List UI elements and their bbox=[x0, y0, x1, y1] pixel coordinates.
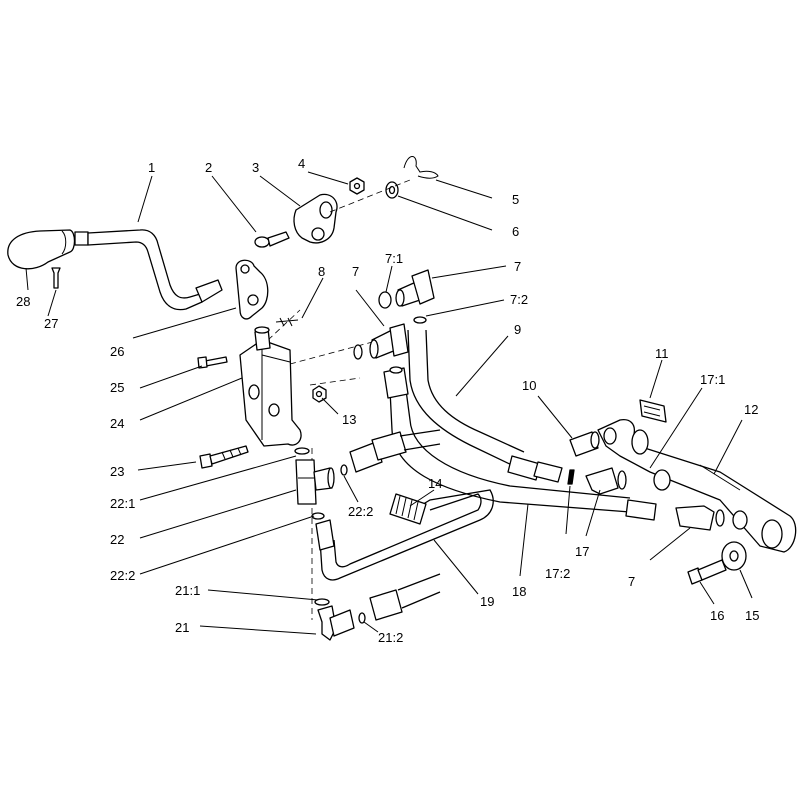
nut-part-4 bbox=[349, 177, 365, 195]
callout-23: 23 bbox=[110, 464, 124, 479]
callout-2: 2 bbox=[205, 160, 212, 175]
callout-17-1: 17:1 bbox=[700, 372, 725, 387]
clip-part-5 bbox=[403, 156, 439, 179]
callout-19: 19 bbox=[480, 594, 494, 609]
callout-22: 22 bbox=[110, 532, 124, 547]
callout-5: 5 bbox=[512, 192, 519, 207]
o-ring-part-22-2 bbox=[311, 512, 325, 520]
screw-part-25 bbox=[197, 356, 228, 369]
seal-part-17-2 bbox=[567, 469, 575, 485]
callout-27: 27 bbox=[44, 316, 58, 331]
valve-part-24 bbox=[239, 326, 302, 447]
roll-pin-part-8 bbox=[275, 317, 299, 327]
callout-10: 10 bbox=[522, 378, 536, 393]
pin-part-2 bbox=[254, 231, 290, 248]
bracket-part-26 bbox=[235, 259, 269, 320]
elbow-fitting-part-7-top bbox=[395, 269, 435, 307]
leader-lines bbox=[25, 171, 753, 635]
lever-part-1 bbox=[74, 229, 223, 311]
callout-8: 8 bbox=[318, 264, 325, 279]
cylinder-part-12 bbox=[597, 418, 797, 553]
hose-part-18 bbox=[383, 366, 657, 521]
callout-28: 28 bbox=[16, 294, 30, 309]
callout-17-2: 17:2 bbox=[545, 566, 570, 581]
tee-part-22 bbox=[295, 459, 335, 505]
callout-labels: 1 2 3 4 5 6 7 7:1 7 7:2 8 9 10 11 12 13 … bbox=[16, 156, 759, 645]
callout-22-2: 22:2 bbox=[110, 568, 135, 583]
callout-26: 26 bbox=[110, 344, 124, 359]
o-ring-part-22-2 bbox=[340, 464, 348, 476]
o-ring-part-7-1 bbox=[378, 291, 392, 309]
callout-25: 25 bbox=[110, 380, 124, 395]
nut-part-13 bbox=[312, 385, 327, 403]
hose-fitting-middle bbox=[349, 429, 441, 473]
fitting-part-7-right bbox=[675, 505, 725, 531]
callout-9: 9 bbox=[514, 322, 521, 337]
hose-part-9 bbox=[407, 329, 563, 483]
callout-21: 21 bbox=[175, 620, 189, 635]
callout-22-1: 22:1 bbox=[110, 496, 135, 511]
elbow-fitting-part-7-left bbox=[353, 323, 409, 360]
assembly-line bbox=[289, 339, 381, 365]
bolt-part-23 bbox=[199, 445, 249, 469]
tube-part-19 bbox=[315, 489, 494, 581]
callout-14: 14 bbox=[428, 476, 442, 491]
callout-24: 24 bbox=[110, 416, 124, 431]
callout-7-2: 7:2 bbox=[510, 292, 528, 307]
callout-11: 11 bbox=[655, 346, 669, 361]
callout-7: 7 bbox=[628, 574, 635, 589]
assembly-line bbox=[309, 377, 361, 386]
callout-21-2: 21:2 bbox=[378, 630, 403, 645]
callout-17: 17 bbox=[575, 544, 589, 559]
callout-4: 4 bbox=[298, 156, 305, 171]
callout-12: 12 bbox=[744, 402, 758, 417]
hose-lower bbox=[369, 573, 441, 621]
o-ring-part-22-1 bbox=[294, 447, 310, 455]
clevis-part-3 bbox=[293, 193, 338, 244]
callout-7: 7 bbox=[514, 259, 521, 274]
knob-part-28 bbox=[7, 229, 76, 270]
o-ring-part-21-1 bbox=[314, 598, 330, 606]
callout-13: 13 bbox=[342, 412, 356, 427]
callout-16: 16 bbox=[710, 608, 724, 623]
bolt-part-16 bbox=[687, 559, 727, 585]
callout-15: 15 bbox=[745, 608, 759, 623]
o-ring-part-7-2 bbox=[413, 316, 427, 324]
elbow-part-17 bbox=[585, 467, 627, 495]
callout-18: 18 bbox=[512, 584, 526, 599]
callout-21-1: 21:1 bbox=[175, 583, 200, 598]
elbow-part-21 bbox=[317, 605, 355, 641]
callout-7: 7 bbox=[352, 264, 359, 279]
washer-part-6 bbox=[385, 181, 399, 199]
callout-7-1: 7:1 bbox=[385, 251, 403, 266]
screw-part-27 bbox=[51, 267, 61, 289]
assembly-line bbox=[329, 179, 411, 213]
o-ring-part-21-2 bbox=[358, 612, 366, 624]
washer-part-15 bbox=[721, 541, 747, 571]
fitting-part-10 bbox=[569, 431, 600, 457]
clip-part-11 bbox=[639, 399, 667, 423]
callout-1: 1 bbox=[148, 160, 155, 175]
callout-3: 3 bbox=[252, 160, 259, 175]
callout-22-2: 22:2 bbox=[348, 504, 373, 519]
callout-6: 6 bbox=[512, 224, 519, 239]
